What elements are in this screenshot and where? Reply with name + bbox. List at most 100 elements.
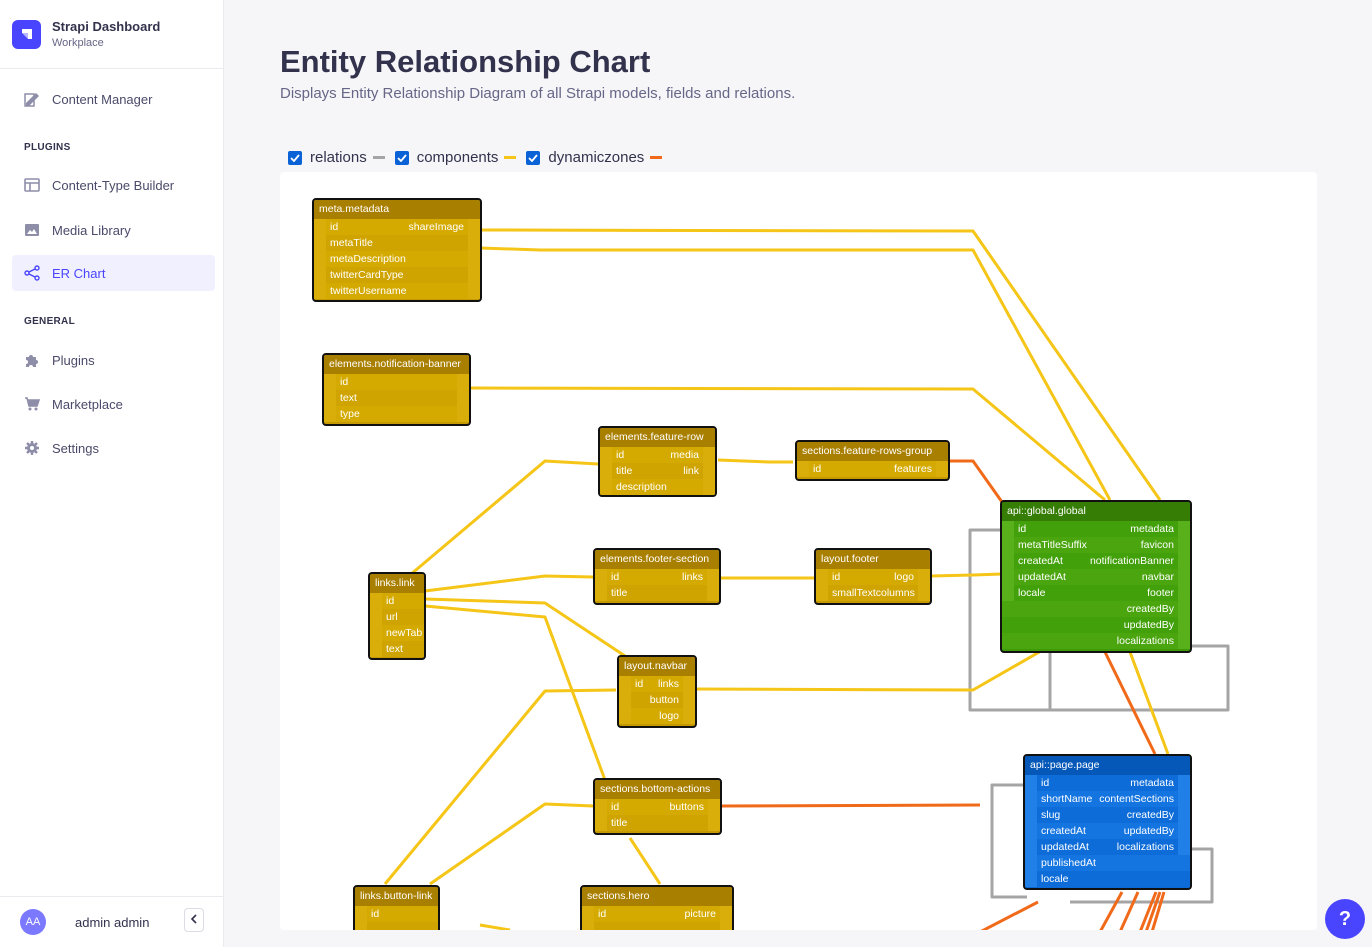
- avatar[interactable]: AA: [20, 909, 46, 935]
- content-manager-icon: [24, 91, 40, 107]
- field-row: description: [600, 479, 715, 495]
- components-swatch: [504, 156, 517, 159]
- entity-title: elements.feature-row: [600, 428, 715, 447]
- plugins-section-title: PLUGINS: [24, 142, 71, 153]
- nav-content-manager[interactable]: Content Manager: [12, 81, 215, 117]
- help-button[interactable]: ?: [1325, 899, 1365, 939]
- nav-label: ER Chart: [52, 265, 106, 281]
- checkbox-checked-icon[interactable]: [394, 150, 409, 165]
- dynamiczones-swatch: [650, 156, 663, 159]
- entity-title: elements.footer-section: [595, 550, 719, 569]
- entity-button-link[interactable]: links.button-link id: [353, 885, 440, 930]
- page-title: Entity Relationship Chart: [280, 44, 651, 79]
- nav-er-chart[interactable]: ER Chart: [12, 255, 215, 291]
- nav-label: Content-Type Builder: [52, 177, 175, 193]
- field-row: localizations: [1002, 633, 1190, 649]
- strapi-logo-icon: [12, 19, 41, 49]
- dynamiczones-toggle[interactable]: dynamiczones: [526, 149, 663, 166]
- entity-title: api::page.page: [1025, 756, 1190, 775]
- field-row: type: [324, 406, 469, 422]
- entity-title: layout.navbar: [619, 657, 695, 676]
- nav-label: Media Library: [52, 222, 131, 238]
- field-row: id: [324, 374, 469, 390]
- field-row: createdBy: [1002, 601, 1190, 617]
- field-row: metaTitle: [314, 235, 480, 251]
- checkbox-checked-icon[interactable]: [288, 150, 302, 165]
- field-row: logo: [619, 708, 695, 724]
- nav-label: Marketplace: [52, 396, 123, 412]
- nav-settings[interactable]: Settings: [12, 430, 215, 466]
- field-row: id: [370, 593, 424, 609]
- brand-subtitle: Workplace: [52, 37, 104, 49]
- relations-toggle[interactable]: relations: [288, 149, 385, 166]
- components-toggle[interactable]: components: [394, 149, 517, 166]
- brand-title: Strapi Dashboard: [52, 19, 161, 34]
- dynamiczones-label: dynamiczones: [548, 149, 645, 166]
- field-row: button: [619, 692, 695, 708]
- sidebar-footer: AA admin admin: [0, 896, 224, 947]
- nav-marketplace[interactable]: Marketplace: [12, 386, 215, 422]
- entity-title: sections.feature-rows-group: [797, 442, 948, 461]
- entity-title: links.button-link: [355, 887, 438, 906]
- field-row: [355, 922, 438, 930]
- field-row: title: [595, 815, 720, 831]
- user-name[interactable]: admin admin: [75, 914, 150, 930]
- general-section-title: GENERAL: [24, 316, 75, 327]
- field-row: twitterUsername: [314, 283, 480, 299]
- field-row: metaDescription: [314, 251, 480, 267]
- puzzle-icon: [24, 352, 40, 368]
- nav-content-type-builder[interactable]: Content-Type Builder: [12, 167, 215, 203]
- brand[interactable]: Strapi Dashboard Workplace: [0, 0, 223, 69]
- entity-notification-banner[interactable]: elements.notification-banner id text typ…: [322, 353, 471, 426]
- nav-label: Plugins: [52, 352, 95, 368]
- field-row: [582, 922, 732, 930]
- relations-swatch: [372, 156, 385, 159]
- checkbox-checked-icon[interactable]: [526, 150, 541, 165]
- collapse-sidebar-button[interactable]: [184, 908, 204, 932]
- legend: relations components dynamiczones: [288, 149, 672, 166]
- cart-icon: [24, 396, 40, 412]
- layout-icon: [24, 177, 40, 193]
- chevron-left-icon: [190, 911, 198, 929]
- nav-plugins[interactable]: Plugins: [12, 342, 215, 378]
- entity-links-link[interactable]: links.link id url newTab text: [368, 572, 426, 660]
- entity-title: meta.metadata: [314, 200, 480, 219]
- field-row: twitterCardType: [314, 267, 480, 283]
- field-row: title: [595, 585, 719, 601]
- share-nodes-icon: [24, 265, 40, 281]
- sidebar: Strapi Dashboard Workplace Content Manag…: [0, 0, 224, 947]
- field-row: newTab: [370, 625, 424, 641]
- field-row: updatedBy: [1002, 617, 1190, 633]
- entity-title: sections.hero: [582, 887, 732, 906]
- entity-title: links.link: [370, 574, 424, 593]
- nav-media-library[interactable]: Media Library: [12, 212, 215, 248]
- field-row: text: [370, 641, 424, 657]
- components-label: components: [416, 149, 499, 166]
